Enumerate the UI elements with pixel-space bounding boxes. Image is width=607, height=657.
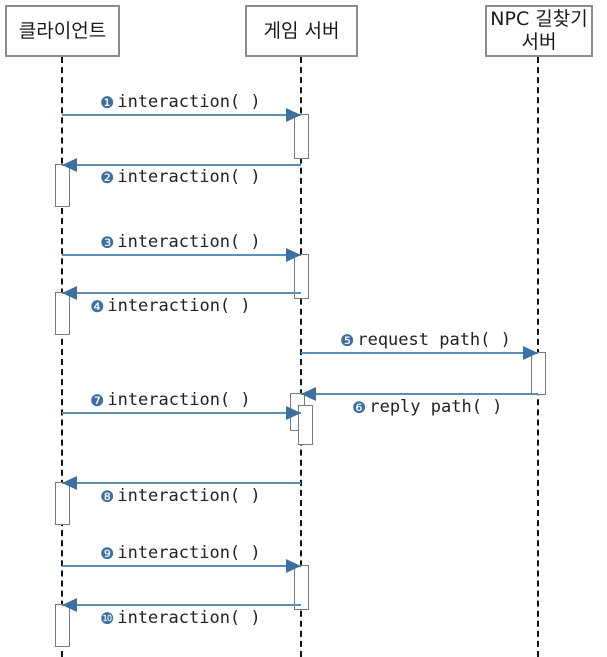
arrowhead-7 xyxy=(286,406,301,420)
arrowhead-9 xyxy=(286,559,301,573)
actor-header-npc[interactable]: NPC 길찾기 서버 xyxy=(485,5,593,57)
message-line-6[interactable] xyxy=(301,393,538,395)
arrowhead-2 xyxy=(62,158,77,172)
message-number-badge-7: ❼ xyxy=(90,391,105,410)
message-text-5: request path( ) xyxy=(357,330,511,350)
message-number-badge-10: ❿ xyxy=(100,609,115,628)
message-number-badge-1: ❶ xyxy=(100,93,115,112)
message-number-badge-9: ❾ xyxy=(100,544,115,563)
lifeline-client xyxy=(61,57,63,657)
message-text-7: interaction( ) xyxy=(107,390,251,410)
message-number-badge-2: ❷ xyxy=(100,168,115,187)
message-number-badge-8: ❽ xyxy=(100,487,115,506)
arrowhead-6 xyxy=(301,387,316,401)
arrowhead-3 xyxy=(286,248,301,262)
activation-bar-server xyxy=(294,565,309,610)
lifeline-server xyxy=(300,57,302,657)
activation-bar-server xyxy=(298,405,313,445)
message-number-badge-5: ❺ xyxy=(340,331,355,350)
message-line-3[interactable] xyxy=(62,254,301,256)
message-line-5[interactable] xyxy=(301,352,538,354)
message-line-2[interactable] xyxy=(62,164,301,166)
arrowhead-5 xyxy=(523,346,538,360)
arrowhead-10 xyxy=(62,598,77,612)
arrowhead-1 xyxy=(286,108,301,122)
message-text-6: reply path( ) xyxy=(369,397,503,417)
message-text-10: interaction( ) xyxy=(117,608,261,628)
message-line-4[interactable] xyxy=(62,292,301,294)
message-line-7[interactable] xyxy=(62,412,301,414)
message-text-1: interaction( ) xyxy=(117,92,261,112)
activation-bar-server xyxy=(294,254,309,299)
actor-header-server[interactable]: 게임 서버 xyxy=(245,5,358,57)
activation-bar-npc xyxy=(531,352,546,395)
message-number-badge-4: ❹ xyxy=(90,297,105,316)
message-number-badge-3: ❸ xyxy=(100,233,115,252)
message-number-badge-6: ❻ xyxy=(352,398,367,417)
actor-header-client[interactable]: 클라이언트 xyxy=(5,5,120,57)
message-line-9[interactable] xyxy=(62,565,301,567)
message-line-1[interactable] xyxy=(62,114,301,116)
message-text-8: interaction( ) xyxy=(117,486,261,506)
message-text-4: interaction( ) xyxy=(107,296,251,316)
message-line-10[interactable] xyxy=(62,604,301,606)
activation-bar-server xyxy=(294,114,309,159)
message-line-8[interactable] xyxy=(62,482,301,484)
arrowhead-8 xyxy=(62,476,77,490)
arrowhead-4 xyxy=(62,286,77,300)
message-text-2: interaction( ) xyxy=(117,167,261,187)
message-text-3: interaction( ) xyxy=(117,232,261,252)
message-text-9: interaction( ) xyxy=(117,543,261,563)
